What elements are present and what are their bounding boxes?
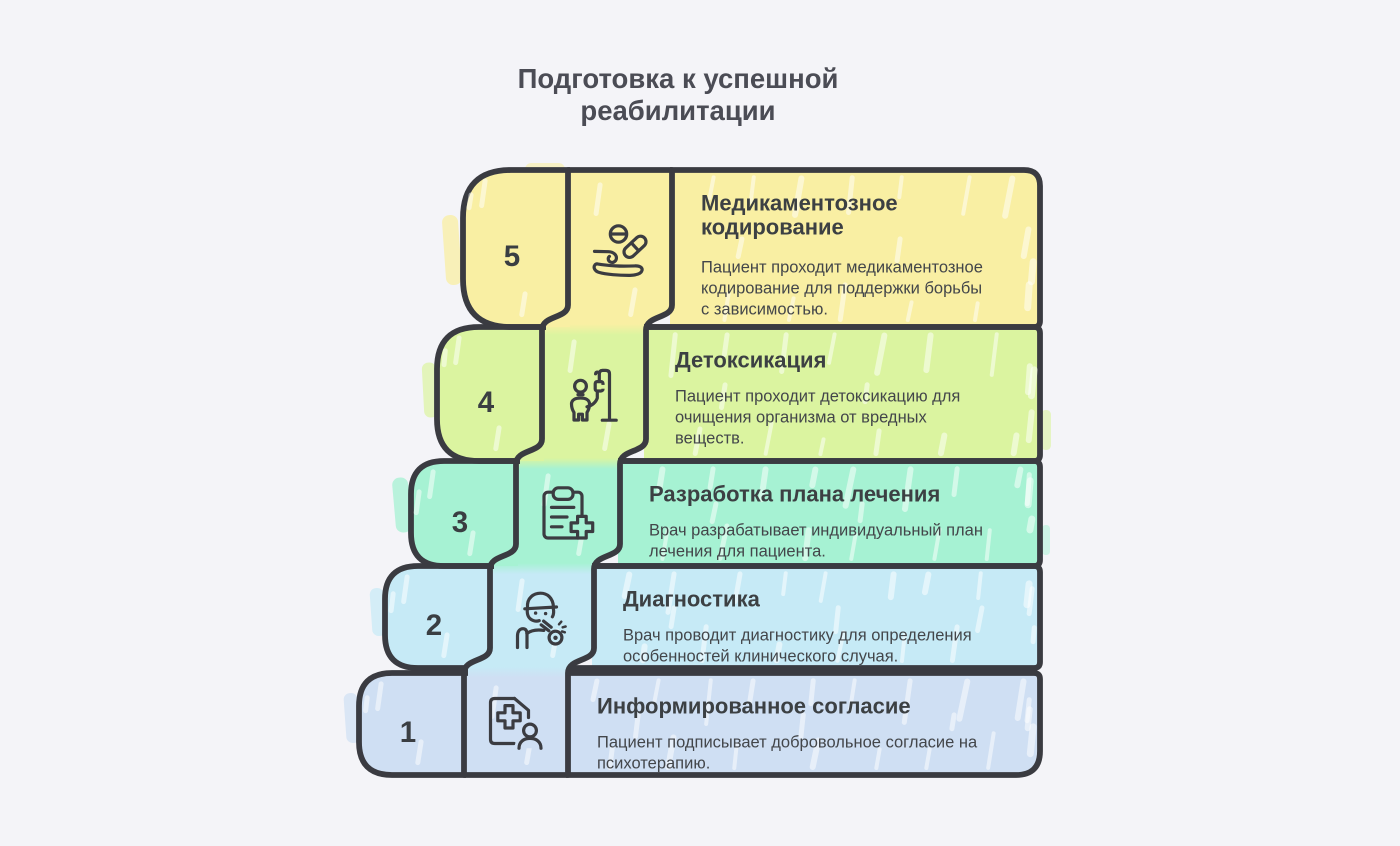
svg-text:Диагностика: Диагностика	[623, 586, 761, 611]
svg-text:Разработка плана лечения: Разработка плана лечения	[649, 481, 940, 506]
svg-text:особенностей клинического случ: особенностей клинического случая.	[623, 647, 898, 665]
svg-text:веществ.: веществ.	[675, 429, 744, 447]
svg-text:Пациент проходит детоксикацию: Пациент проходит детоксикацию для	[675, 387, 960, 405]
svg-text:3: 3	[452, 506, 468, 539]
svg-text:5: 5	[504, 240, 520, 273]
svg-text:реабилитации: реабилитации	[580, 95, 775, 126]
svg-text:Врач разрабатывает индивидуаль: Врач разрабатывает индивидуальный план	[649, 521, 983, 539]
svg-text:2: 2	[426, 609, 442, 642]
svg-text:Пациент подписывает добровольн: Пациент подписывает добровольное согласи…	[597, 733, 978, 751]
svg-text:Врач проводит диагностику для: Врач проводит диагностику для определени…	[623, 626, 972, 644]
svg-text:Подготовка к успешной: Подготовка к успешной	[518, 63, 839, 94]
svg-text:Детоксикация: Детоксикация	[675, 347, 826, 372]
svg-text:1: 1	[400, 716, 416, 749]
svg-text:кодирование: кодирование	[701, 214, 844, 239]
svg-text:Информированное согласие: Информированное согласие	[597, 693, 911, 718]
svg-text:4: 4	[478, 386, 495, 419]
svg-text:лечения для пациента.: лечения для пациента.	[649, 542, 826, 560]
svg-text:Пациент проходит медикаментозн: Пациент проходит медикаментозное	[701, 258, 983, 276]
svg-text:с зависимостью.: с зависимостью.	[701, 300, 828, 318]
svg-text:очищения организма от вредных: очищения организма от вредных	[675, 408, 928, 426]
svg-text:психотерапию.: психотерапию.	[597, 754, 710, 772]
svg-text:кодирование для поддержки борь: кодирование для поддержки борьбы	[701, 279, 982, 297]
svg-text:Медикаментозное: Медикаментозное	[701, 190, 898, 215]
